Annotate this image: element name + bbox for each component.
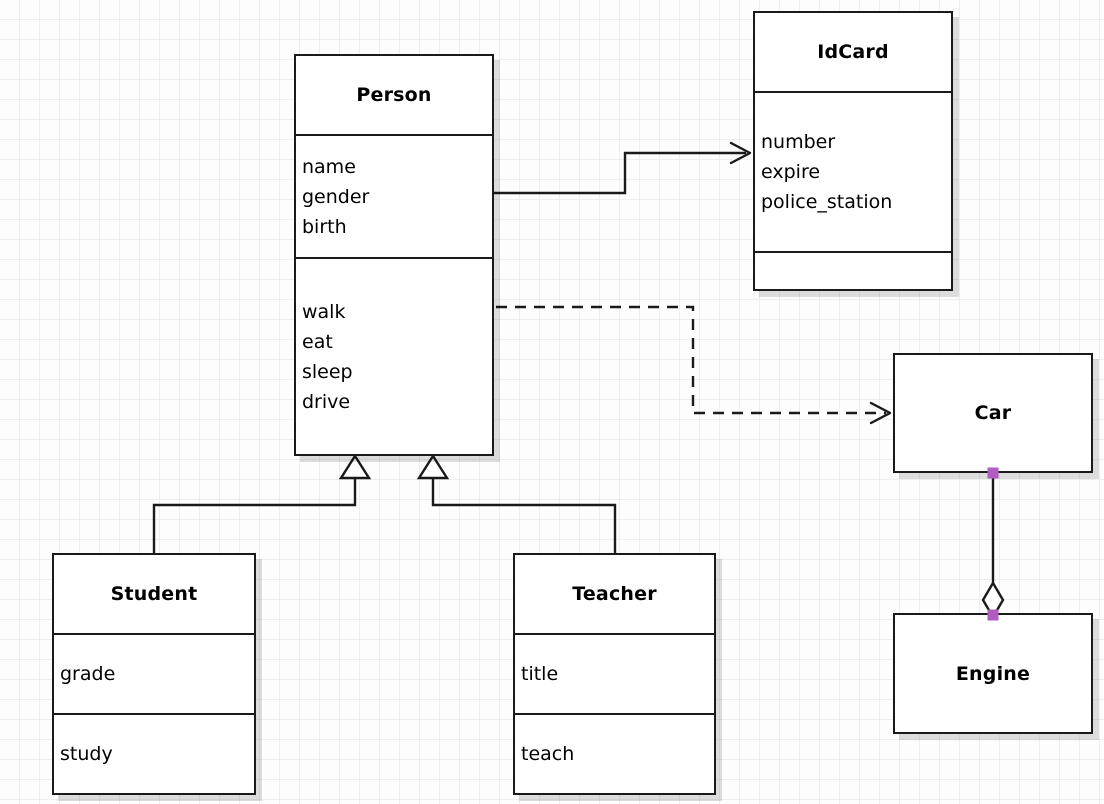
teacher-attributes-compartment: title: [515, 633, 714, 713]
aggregation-car-engine[interactable]: [981, 473, 1005, 620]
engine-class-name: Engine: [955, 662, 1031, 685]
person-attribute: gender: [302, 185, 370, 208]
idcard-attribute: expire: [761, 161, 821, 183]
association-person-idcard[interactable]: [494, 141, 752, 195]
car-title-compartment: Car: [895, 355, 1091, 471]
dependency-person-car[interactable]: [496, 305, 892, 425]
class-box-engine[interactable]: Engine: [893, 613, 1093, 734]
student-attributes-compartment: grade: [54, 633, 254, 713]
teacher-title-compartment: Teacher: [515, 555, 714, 633]
person-title-compartment: Person: [296, 56, 492, 134]
student-methods-compartment: study: [54, 713, 254, 793]
generalization-teacher-person[interactable]: [416, 453, 617, 553]
person-methods-compartment: walk eat sleep drive: [296, 257, 492, 454]
idcard-class-name: IdCard: [817, 41, 889, 63]
idcard-methods-compartment: [755, 251, 951, 289]
person-attribute: name: [302, 155, 356, 178]
student-method: study: [60, 743, 113, 765]
person-class-name: Person: [356, 84, 432, 106]
person-method: eat: [302, 330, 333, 353]
student-attribute: grade: [60, 663, 116, 685]
idcard-title-compartment: IdCard: [755, 13, 951, 91]
class-box-student[interactable]: Student grade study: [52, 553, 256, 795]
idcard-attribute: police_station: [761, 191, 893, 213]
teacher-class-name: Teacher: [572, 583, 657, 605]
edge-handle-car-end[interactable]: [987, 467, 999, 479]
car-class-name: Car: [974, 402, 1012, 424]
person-attributes-compartment: name gender birth: [296, 134, 492, 257]
person-method: walk: [302, 300, 346, 323]
teacher-methods-compartment: teach: [515, 713, 714, 793]
person-method: drive: [302, 390, 351, 413]
class-box-idcard[interactable]: IdCard number expire police_station: [753, 11, 953, 291]
person-attribute: birth: [302, 215, 347, 238]
generalization-student-person[interactable]: [152, 453, 372, 553]
class-box-teacher[interactable]: Teacher title teach: [513, 553, 716, 795]
class-box-person[interactable]: Person name gender birth walk eat sleep …: [294, 54, 494, 456]
idcard-attributes-compartment: number expire police_station: [755, 91, 951, 251]
idcard-attribute: number: [761, 131, 836, 153]
teacher-attribute: title: [521, 663, 559, 685]
class-box-car[interactable]: Car: [893, 353, 1093, 473]
person-method: sleep: [302, 360, 353, 383]
student-title-compartment: Student: [54, 555, 254, 633]
engine-title-compartment: Engine: [895, 615, 1091, 732]
edge-handle-engine-end[interactable]: [987, 609, 999, 621]
teacher-method: teach: [521, 743, 575, 765]
student-class-name: Student: [110, 583, 198, 605]
